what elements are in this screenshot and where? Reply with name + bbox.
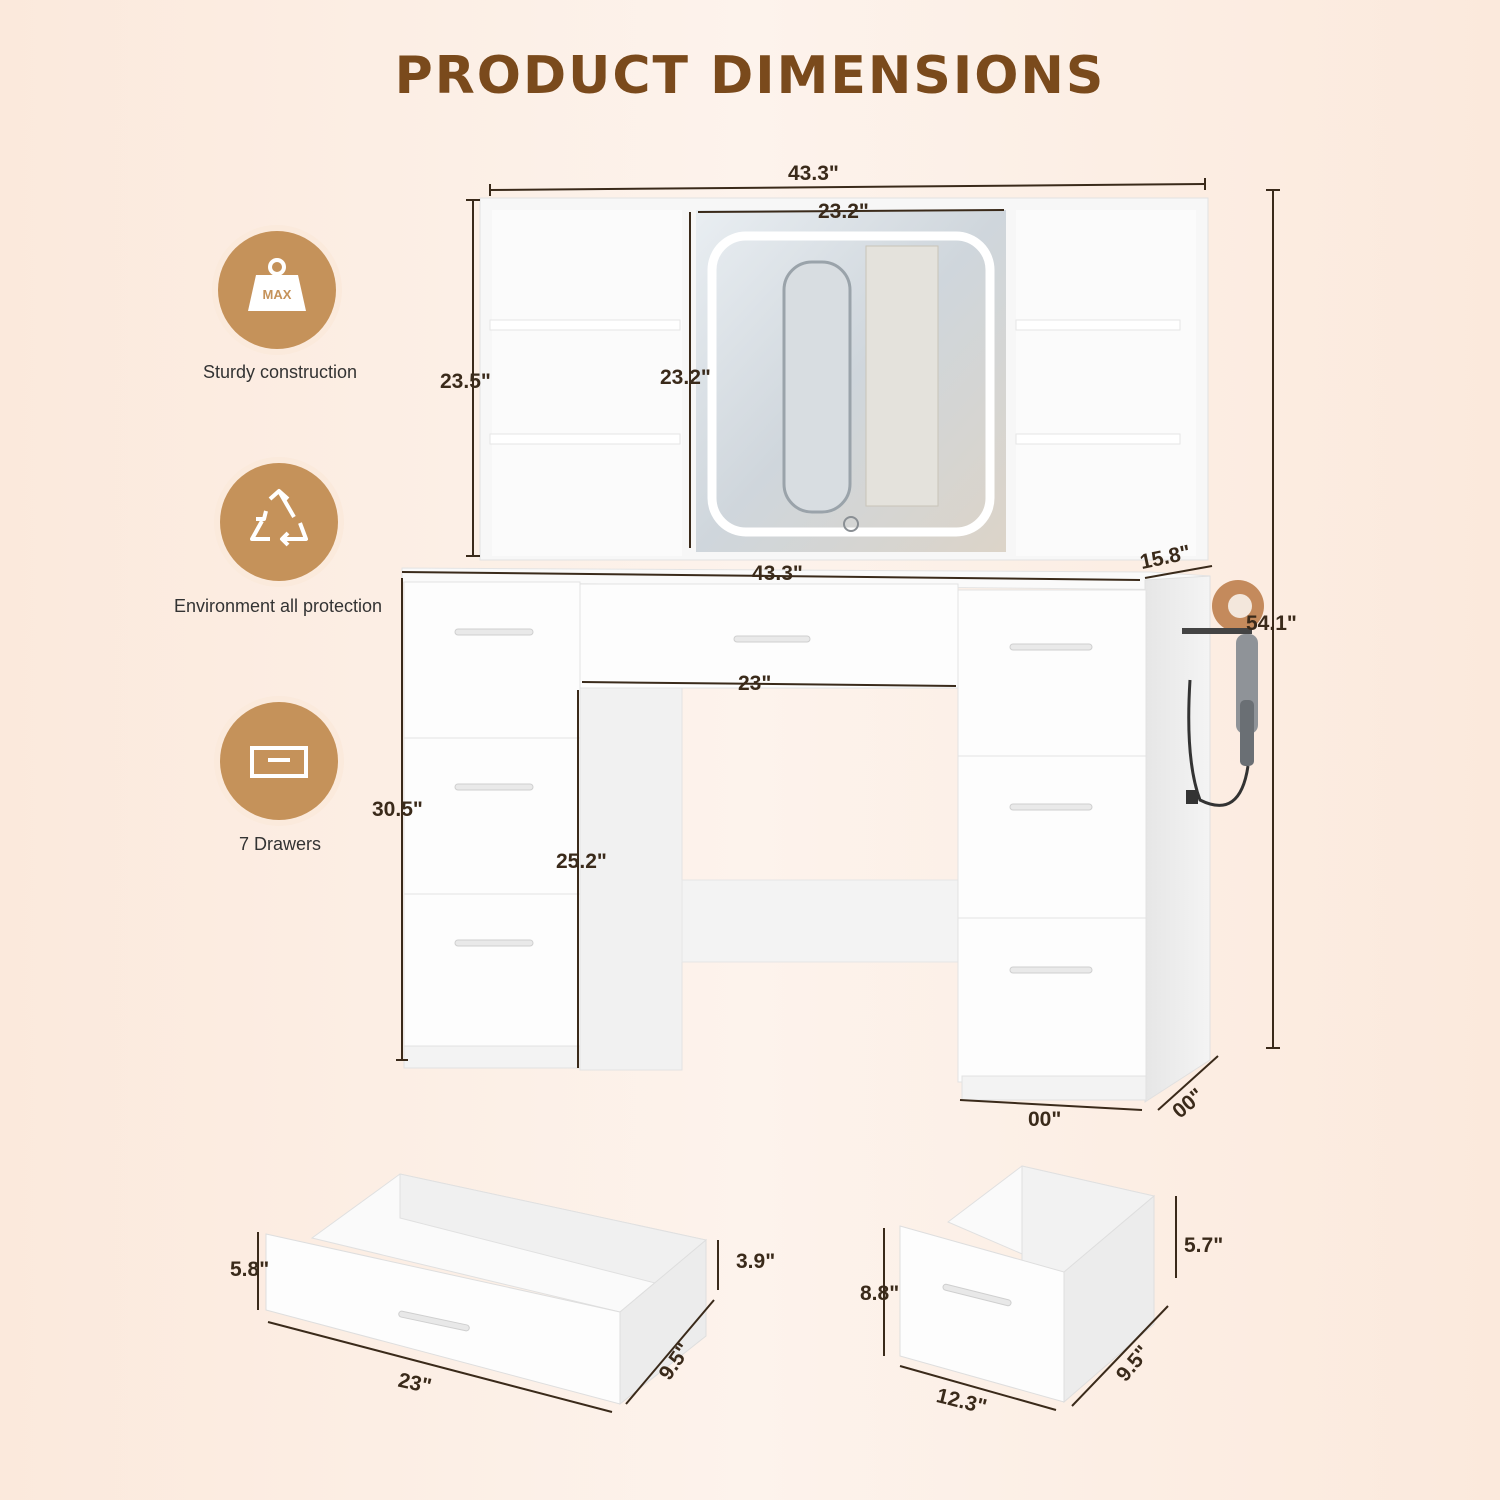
dim-large-drawer-back-height: 3.9": [736, 1250, 776, 1273]
shelf: [1015, 433, 1181, 445]
drawer-handle: [942, 1283, 1012, 1307]
right-cabinet: [957, 589, 1147, 1101]
feature-label-sturdy: Sturdy construction: [202, 362, 358, 382]
feature-environment: [220, 463, 338, 581]
dim-desk-height: 30.5": [372, 798, 423, 821]
weight-max-icon: MAX: [248, 258, 306, 311]
feature-label-drawers: 7 Drawers: [238, 834, 322, 854]
back-panel: [681, 879, 959, 963]
left-cabinet: [403, 581, 683, 1071]
drawer-handle: [1009, 803, 1093, 811]
drawer-handle: [454, 783, 534, 791]
drawer-handle: [1009, 966, 1093, 974]
led-mirror: [696, 210, 1006, 552]
shelf: [489, 433, 681, 445]
small-drawer-dimension-lines: [883, 1196, 1177, 1411]
shelf: [489, 319, 681, 331]
drawer-handle: [454, 628, 534, 636]
dim-large-drawer-front-height: 5.8": [230, 1258, 270, 1281]
dim-mirror-height: 23.2": [660, 366, 711, 389]
dim-knee-width: 23": [738, 672, 772, 695]
power-icon: [843, 516, 859, 532]
side-panel: [1144, 575, 1211, 1103]
dim-total-height: 54.1": [1246, 612, 1297, 635]
svg-text:MAX: MAX: [263, 287, 292, 302]
dimension-lines: [396, 178, 1280, 1111]
dim-hutch-height: 23.5": [440, 370, 491, 393]
dim-small-drawer-front-height: 8.8": [860, 1282, 900, 1305]
shelf: [1015, 319, 1181, 331]
dim-hutch-width: 43.3": [788, 162, 839, 185]
dim-mirror-width: 23.2": [818, 200, 869, 223]
feature-drawers: [220, 702, 338, 820]
drawer-handle: [454, 939, 534, 947]
drawer-handle: [733, 635, 811, 643]
dim-small-drawer-back-height: 5.7": [1184, 1234, 1224, 1257]
drawer-icon: [250, 746, 308, 778]
page-title: PRODUCT DIMENSIONS: [394, 46, 1106, 106]
feature-label-environment: Environment all protection: [173, 596, 383, 616]
large-drawer-dimension-lines: [257, 1232, 719, 1413]
large-drawer-illustration: [265, 1173, 708, 1406]
hair-dryer-holder: [1182, 580, 1264, 807]
recycle-icon: [250, 489, 308, 547]
drawer-handle: [398, 1310, 470, 1332]
dim-cabinet-width: 00": [1028, 1108, 1062, 1131]
dim-knee-height: 25.2": [556, 850, 607, 873]
drawer-handle: [1009, 643, 1093, 651]
feature-sturdy: MAX: [218, 231, 336, 349]
dim-desk-width: 43.3": [752, 562, 803, 585]
small-drawer-illustration: [899, 1165, 1156, 1404]
